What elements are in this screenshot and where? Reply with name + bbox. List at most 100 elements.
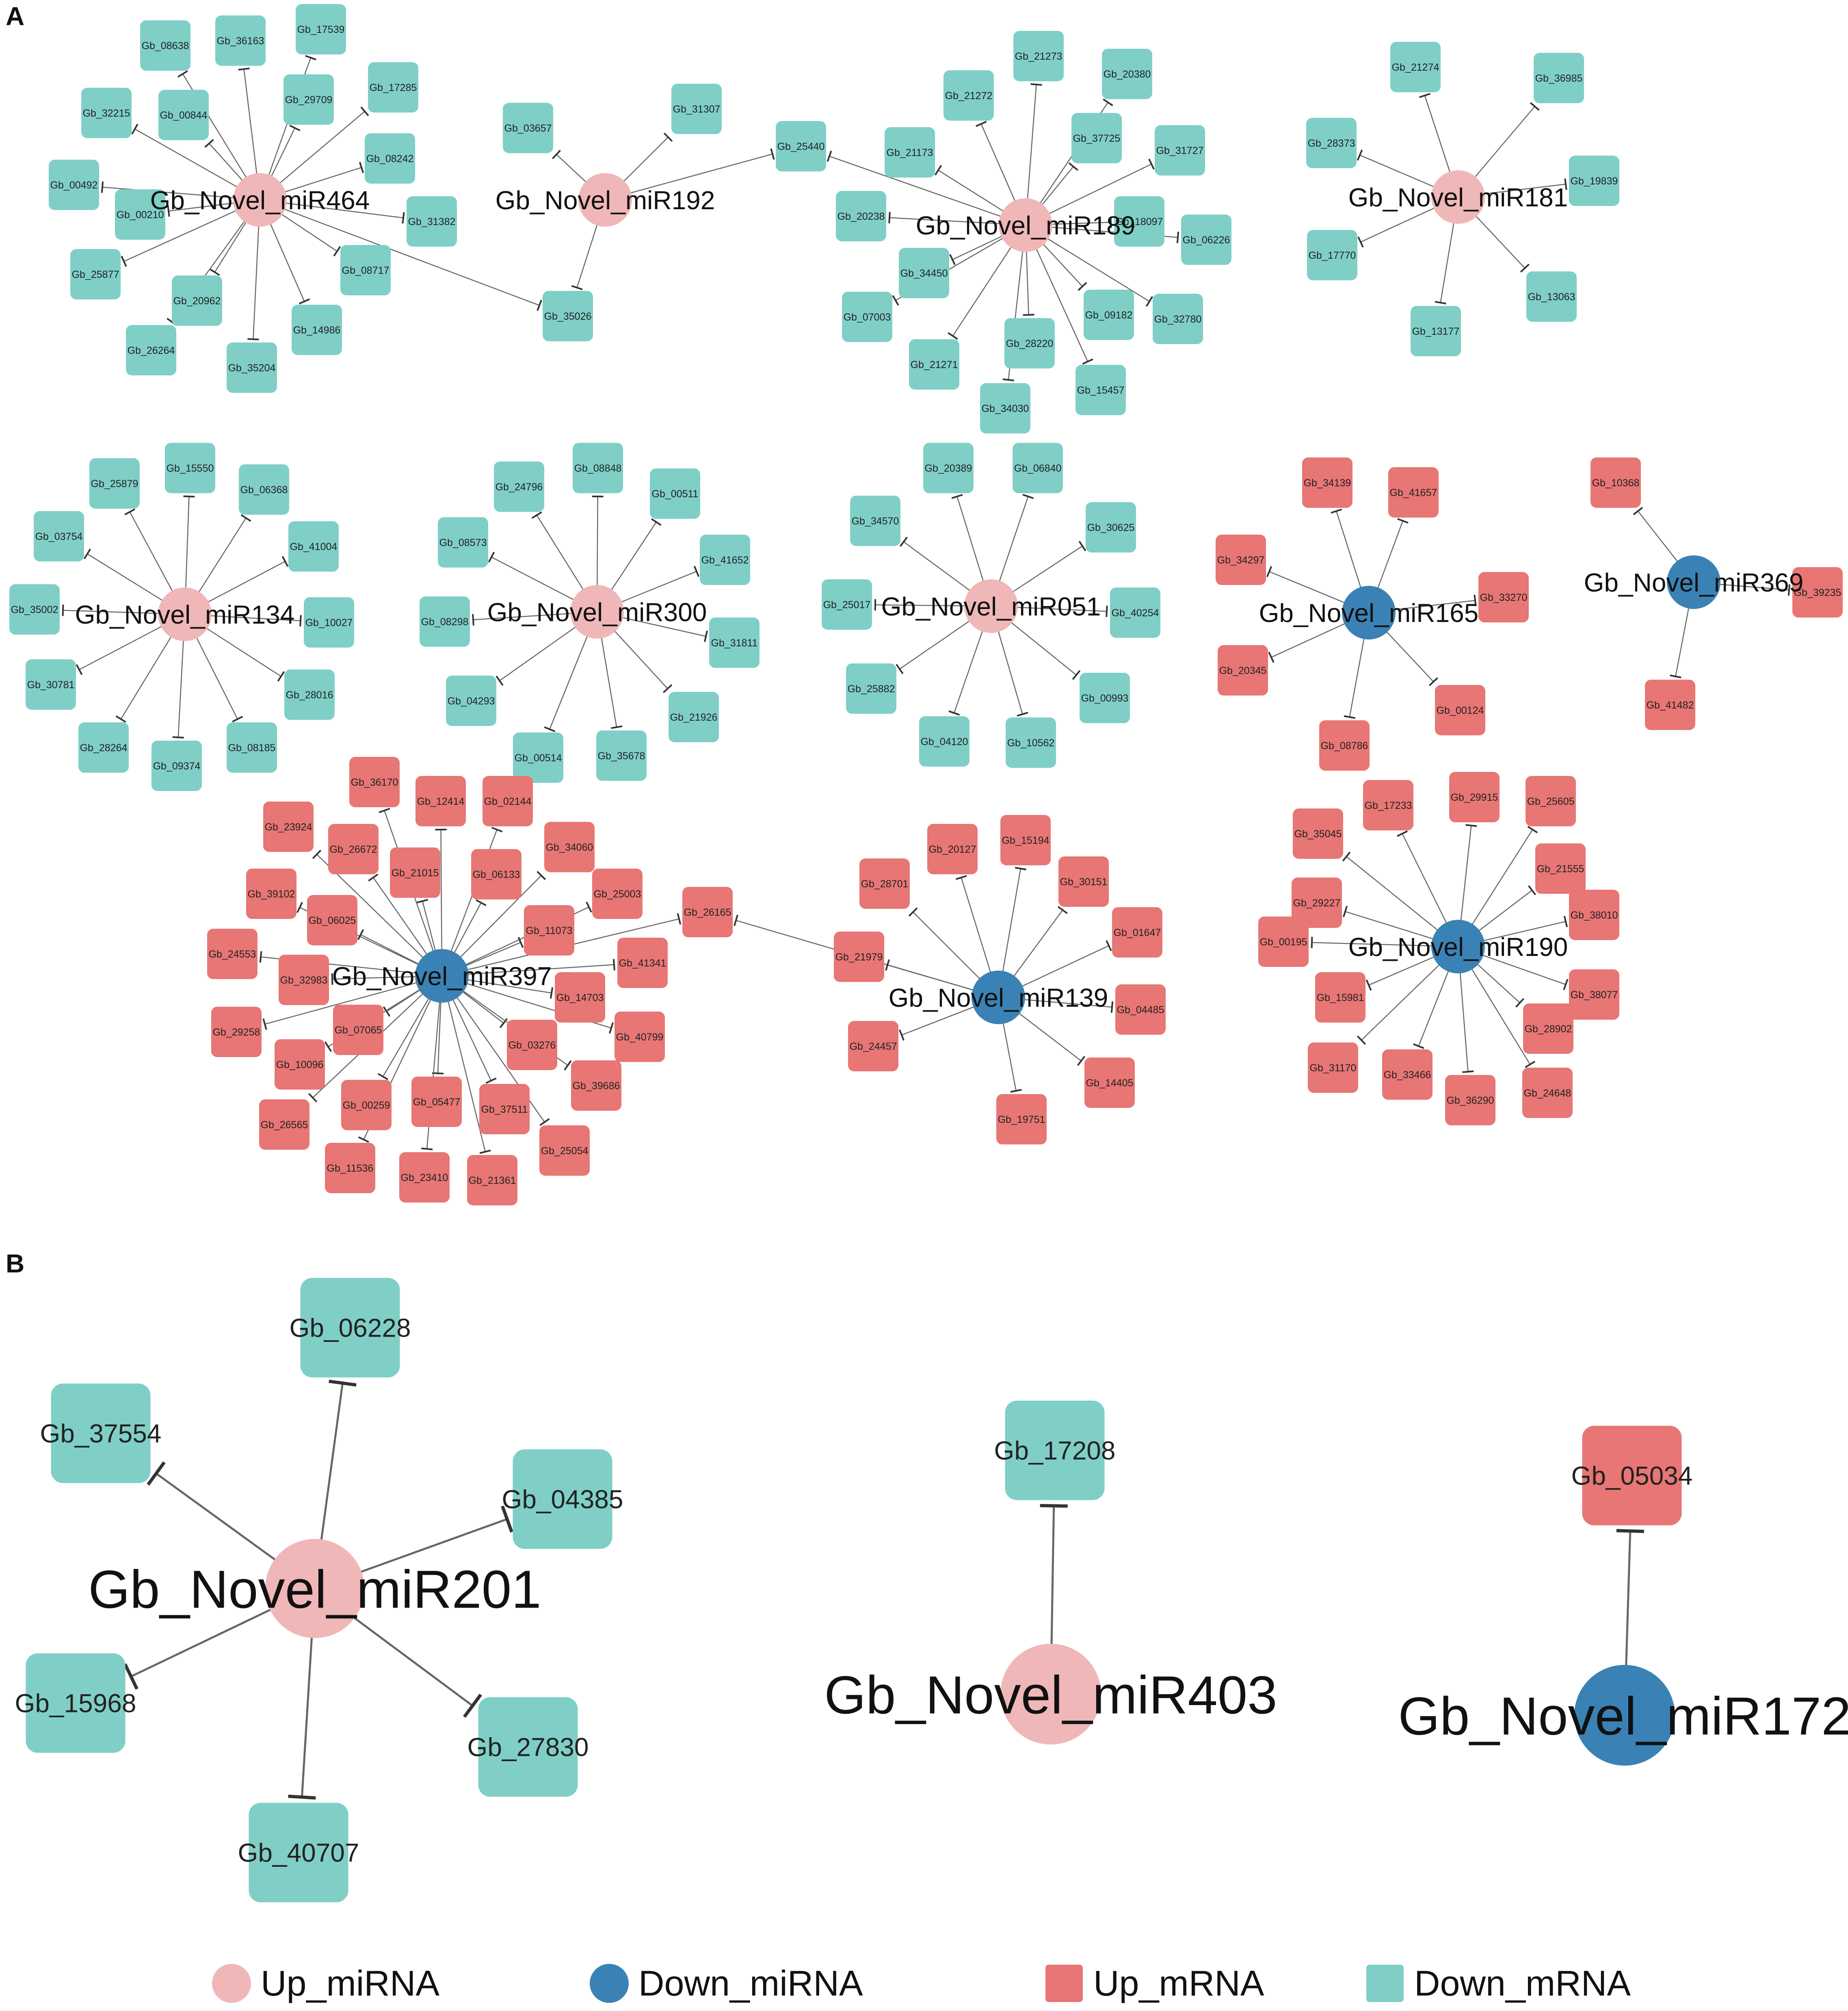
mrna-node-gb-10096[interactable]: Gb_10096 (275, 1039, 325, 1090)
mrna-node-gb-17770[interactable]: Gb_17770 (1307, 230, 1357, 280)
mirna-node-mir051[interactable] (964, 579, 1018, 633)
mirna-node-mir464[interactable] (233, 173, 287, 227)
mrna-node-gb-41004[interactable]: Gb_41004 (288, 521, 339, 572)
mrna-node-gb-36170[interactable]: Gb_36170 (349, 757, 400, 807)
mrna-node-gb-27830[interactable]: Gb_27830 (467, 1697, 589, 1797)
mrna-node-gb-02144[interactable]: Gb_02144 (483, 776, 533, 826)
mrna-node-gb-05477[interactable]: Gb_05477 (411, 1077, 462, 1127)
mrna-node-gb-08242[interactable]: Gb_08242 (365, 133, 415, 184)
mirna-node-mir181[interactable] (1431, 170, 1485, 224)
mrna-node-gb-30781[interactable]: Gb_30781 (26, 659, 76, 710)
mrna-node-gb-07065[interactable]: Gb_07065 (333, 1005, 383, 1055)
mrna-node-gb-28902[interactable]: Gb_28902 (1523, 1003, 1573, 1054)
mirna-node-mir134[interactable] (158, 587, 212, 641)
mrna-node-gb-26672[interactable]: Gb_26672 (328, 824, 379, 874)
mrna-node-gb-06228[interactable]: Gb_06228 (290, 1278, 411, 1378)
mrna-node-gb-36290[interactable]: Gb_36290 (1445, 1075, 1495, 1125)
mrna-node-gb-35002[interactable]: Gb_35002 (9, 584, 60, 635)
mrna-node-gb-00492[interactable]: Gb_00492 (49, 160, 99, 210)
mrna-node-gb-31307[interactable]: Gb_31307 (671, 84, 722, 134)
mrna-node-gb-00195[interactable]: Gb_00195 (1258, 917, 1309, 967)
mrna-node-gb-00259[interactable]: Gb_00259 (341, 1080, 392, 1130)
mrna-node-gb-36985[interactable]: Gb_36985 (1534, 53, 1584, 103)
mrna-node-gb-37511[interactable]: Gb_37511 (479, 1084, 530, 1134)
mrna-node-gb-15981[interactable]: Gb_15981 (1315, 972, 1365, 1023)
mrna-node-gb-06226[interactable]: Gb_06226 (1181, 215, 1231, 265)
mrna-node-gb-08298[interactable]: Gb_08298 (420, 596, 470, 647)
mrna-node-gb-20345[interactable]: Gb_20345 (1218, 645, 1268, 696)
mrna-node-gb-15457[interactable]: Gb_15457 (1075, 365, 1126, 415)
mrna-node-gb-00210[interactable]: Gb_00210 (115, 189, 165, 240)
mrna-node-gb-00514[interactable]: Gb_00514 (513, 732, 563, 783)
mrna-node-gb-31727[interactable]: Gb_31727 (1155, 125, 1205, 176)
mrna-node-gb-34570[interactable]: Gb_34570 (850, 496, 900, 546)
mrna-node-gb-25882[interactable]: Gb_25882 (846, 663, 896, 714)
mrna-node-gb-34450[interactable]: Gb_34450 (899, 248, 949, 298)
mrna-node-gb-10027[interactable]: Gb_10027 (304, 597, 354, 648)
mrna-node-gb-08848[interactable]: Gb_08848 (573, 443, 623, 493)
mrna-node-gb-28264[interactable]: Gb_28264 (78, 722, 129, 773)
mrna-node-gb-25440[interactable]: Gb_25440 (776, 121, 826, 171)
mrna-node-gb-32780[interactable]: Gb_32780 (1153, 294, 1203, 344)
mrna-node-gb-08185[interactable]: Gb_08185 (227, 722, 277, 773)
mrna-node-gb-25877[interactable]: Gb_25877 (70, 249, 121, 299)
mrna-node-gb-00511[interactable]: Gb_00511 (650, 468, 700, 519)
mrna-node-gb-20389[interactable]: Gb_20389 (923, 443, 974, 493)
mrna-node-gb-28220[interactable]: Gb_28220 (1004, 318, 1055, 368)
mrna-node-gb-39686[interactable]: Gb_39686 (571, 1060, 621, 1111)
mrna-node-gb-31170[interactable]: Gb_31170 (1308, 1042, 1358, 1093)
mrna-node-gb-37725[interactable]: Gb_37725 (1071, 113, 1122, 163)
mrna-node-gb-24553[interactable]: Gb_24553 (207, 929, 258, 979)
mrna-node-gb-08717[interactable]: Gb_08717 (340, 245, 391, 295)
mrna-node-gb-26565[interactable]: Gb_26565 (259, 1099, 309, 1150)
mrna-node-gb-21015[interactable]: Gb_21015 (390, 847, 440, 898)
mrna-node-gb-09374[interactable]: Gb_09374 (151, 741, 202, 791)
mrna-node-gb-21555[interactable]: Gb_21555 (1535, 843, 1586, 894)
mrna-node-gb-24796[interactable]: Gb_24796 (494, 462, 544, 512)
mrna-node-gb-10368[interactable]: Gb_10368 (1590, 457, 1641, 508)
mrna-node-gb-17539[interactable]: Gb_17539 (296, 4, 346, 54)
mrna-node-gb-41652[interactable]: Gb_41652 (700, 535, 750, 585)
mrna-node-gb-00124[interactable]: Gb_00124 (1435, 685, 1485, 735)
mirna-node-mir397[interactable] (415, 949, 469, 1003)
mrna-node-gb-04293[interactable]: Gb_04293 (446, 676, 496, 726)
mrna-node-gb-31382[interactable]: Gb_31382 (407, 196, 457, 247)
mrna-node-gb-00993[interactable]: Gb_00993 (1080, 673, 1130, 723)
mrna-node-gb-25003[interactable]: Gb_25003 (592, 869, 643, 919)
mrna-node-gb-28701[interactable]: Gb_28701 (859, 858, 910, 909)
mirna-node-mir190[interactable] (1431, 920, 1485, 973)
mrna-node-gb-21272[interactable]: Gb_21272 (943, 70, 994, 121)
mrna-node-gb-15968[interactable]: Gb_15968 (15, 1653, 136, 1753)
mrna-node-gb-38010[interactable]: Gb_38010 (1569, 890, 1619, 940)
mirna-node-mir139[interactable] (972, 971, 1025, 1024)
mrna-node-gb-01647[interactable]: Gb_01647 (1112, 907, 1162, 958)
mrna-node-gb-21173[interactable]: Gb_21173 (885, 127, 935, 178)
mrna-node-gb-17208[interactable]: Gb_17208 (994, 1400, 1116, 1500)
mrna-node-gb-19751[interactable]: Gb_19751 (996, 1094, 1047, 1144)
mrna-node-gb-26165[interactable]: Gb_26165 (682, 887, 733, 937)
mrna-node-gb-40707[interactable]: Gb_40707 (238, 1803, 359, 1903)
mrna-node-gb-21979[interactable]: Gb_21979 (834, 932, 884, 982)
mrna-node-gb-17285[interactable]: Gb_17285 (368, 62, 418, 113)
mrna-node-gb-25879[interactable]: Gb_25879 (89, 458, 140, 509)
mirna-node-mir172[interactable] (1574, 1665, 1675, 1766)
mrna-node-gb-08573[interactable]: Gb_08573 (438, 517, 488, 568)
mrna-node-gb-34030[interactable]: Gb_34030 (980, 383, 1030, 433)
mrna-node-gb-30151[interactable]: Gb_30151 (1058, 856, 1109, 907)
mrna-node-gb-41482[interactable]: Gb_41482 (1645, 680, 1695, 730)
mrna-node-gb-04485[interactable]: Gb_04485 (1115, 984, 1166, 1035)
mrna-node-gb-26264[interactable]: Gb_26264 (126, 325, 176, 375)
mrna-node-gb-24457[interactable]: Gb_24457 (848, 1021, 898, 1071)
mrna-node-gb-12414[interactable]: Gb_12414 (415, 776, 466, 826)
mrna-node-gb-09182[interactable]: Gb_09182 (1084, 290, 1134, 340)
mrna-node-gb-36163[interactable]: Gb_36163 (215, 15, 266, 66)
mrna-node-gb-08786[interactable]: Gb_08786 (1319, 720, 1370, 771)
mirna-node-mir403[interactable] (1000, 1644, 1101, 1744)
mrna-node-gb-19839[interactable]: Gb_19839 (1569, 156, 1619, 206)
mrna-node-gb-32215[interactable]: Gb_32215 (81, 88, 132, 138)
mrna-node-gb-15550[interactable]: Gb_15550 (165, 443, 215, 493)
mrna-node-gb-25605[interactable]: Gb_25605 (1526, 776, 1576, 826)
mrna-node-gb-35678[interactable]: Gb_35678 (596, 730, 647, 781)
mrna-node-gb-21274[interactable]: Gb_21274 (1390, 42, 1441, 92)
mrna-node-gb-03754[interactable]: Gb_03754 (34, 511, 84, 561)
